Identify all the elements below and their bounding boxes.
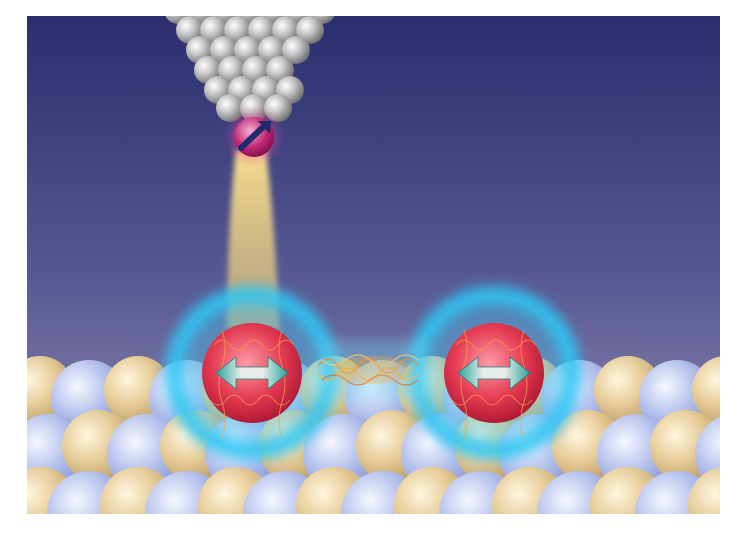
tip-spin-atom — [224, 107, 284, 167]
tunneling-beam — [226, 150, 280, 330]
surface-atom-gold — [692, 356, 720, 424]
coupling-link — [317, 354, 419, 386]
tip-atom — [282, 36, 310, 64]
horizontal-double-arrow-icon — [457, 356, 531, 390]
spin-arrow-icon — [238, 121, 271, 151]
magnetic-atom-right — [444, 323, 544, 439]
horizontal-double-arrow-icon — [215, 356, 289, 390]
surface-atom-gold — [688, 467, 720, 514]
surface-atom-blue — [27, 385, 29, 411]
surface-atom-blue — [733, 471, 749, 539]
magnetic-atom-left — [202, 323, 302, 439]
surface-atom-blue — [737, 360, 749, 436]
tip-atom — [296, 16, 324, 44]
